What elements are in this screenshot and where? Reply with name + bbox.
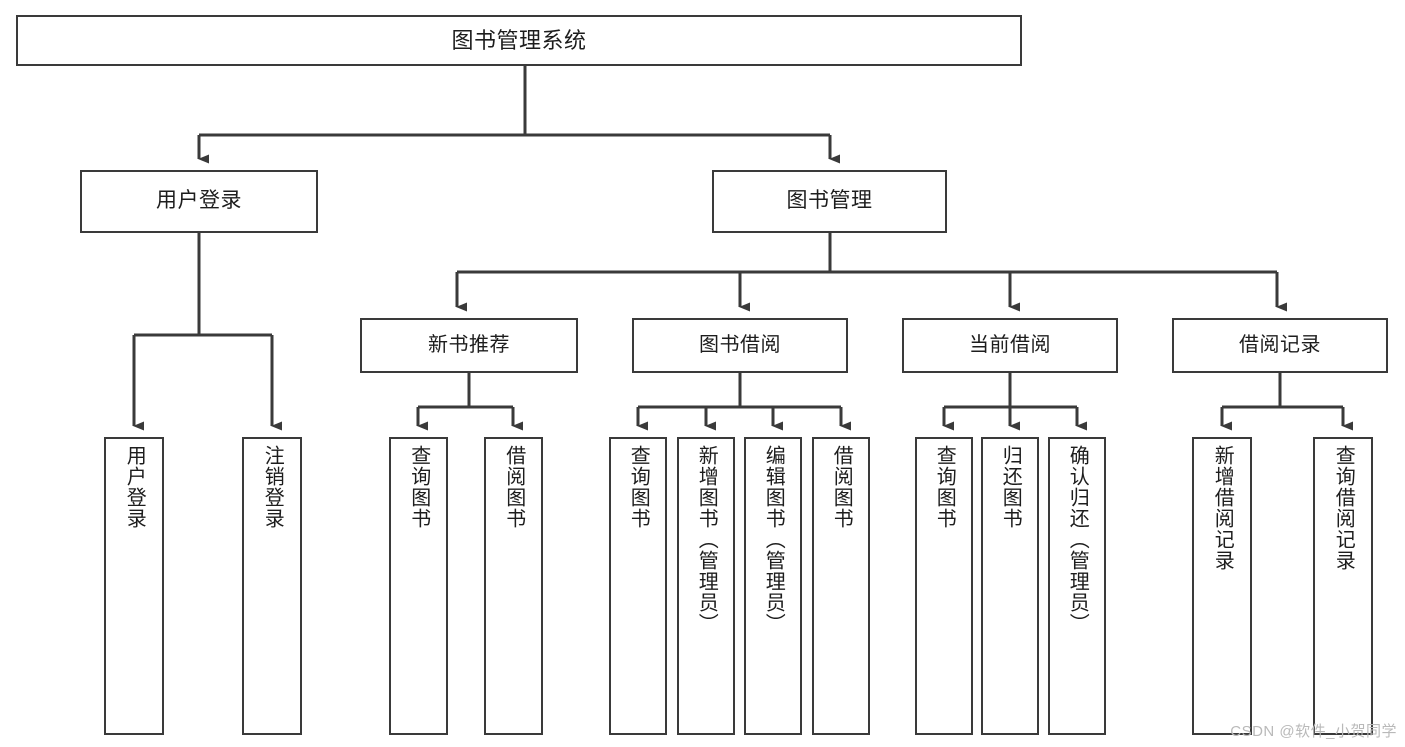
leaf-node-edit-book-admin[interactable]: 编辑图书（管理员） <box>744 437 802 735</box>
csdn-watermark: CSDN @软件_小贺同学 <box>1230 723 1397 740</box>
node-label: 查询图书 <box>933 445 956 529</box>
node-label: 图书管理系统 <box>451 27 587 53</box>
node-label: 查询借阅记录 <box>1332 445 1355 571</box>
leaf-node-borrow-book[interactable]: 借阅图书 <box>812 437 870 735</box>
leaf-node-user-logout[interactable]: 注销登录 <box>242 437 302 735</box>
node-label: 注销登录 <box>261 445 284 529</box>
node-label: 图书管理 <box>786 189 873 213</box>
node-root-system[interactable]: 图书管理系统 <box>16 15 1022 66</box>
leaf-node-return-book[interactable]: 归还图书 <box>981 437 1039 735</box>
node-user-login[interactable]: 用户登录 <box>80 170 318 233</box>
node-label: 新增图书（管理员） <box>695 445 718 634</box>
node-label: 借阅图书 <box>830 445 853 529</box>
leaf-node-user-login[interactable]: 用户登录 <box>104 437 164 735</box>
leaf-node-add-borrow-record[interactable]: 新增借阅记录 <box>1192 437 1252 735</box>
node-label: 确认归还（管理员） <box>1066 445 1089 634</box>
node-new-book-recommendation[interactable]: 新书推荐 <box>360 318 578 373</box>
node-label: 新书推荐 <box>428 334 510 356</box>
node-label: 用户登录 <box>123 445 146 529</box>
node-borrow-record[interactable]: 借阅记录 <box>1172 318 1388 373</box>
leaf-node-query-book-recommend[interactable]: 查询图书 <box>389 437 448 735</box>
node-label: 查询图书 <box>627 445 650 529</box>
node-label: 查询图书 <box>407 445 430 529</box>
node-label: 用户登录 <box>156 189 242 213</box>
leaf-node-add-book-admin[interactable]: 新增图书（管理员） <box>677 437 735 735</box>
node-label: 编辑图书（管理员） <box>762 445 785 634</box>
leaf-node-query-book-borrow[interactable]: 查询图书 <box>609 437 667 735</box>
node-label: 图书借阅 <box>699 334 781 356</box>
leaf-node-confirm-return-admin[interactable]: 确认归还（管理员） <box>1048 437 1106 735</box>
node-current-borrow[interactable]: 当前借阅 <box>902 318 1118 373</box>
node-label: 借阅图书 <box>502 445 525 529</box>
node-label: 新增借阅记录 <box>1211 445 1234 571</box>
node-book-manage[interactable]: 图书管理 <box>712 170 947 233</box>
node-book-borrow[interactable]: 图书借阅 <box>632 318 848 373</box>
node-label: 借阅记录 <box>1239 334 1321 356</box>
node-label: 当前借阅 <box>969 334 1051 356</box>
leaf-node-borrow-book-recommend[interactable]: 借阅图书 <box>484 437 543 735</box>
node-label: 归还图书 <box>999 445 1022 529</box>
leaf-node-query-borrow-record[interactable]: 查询借阅记录 <box>1313 437 1373 735</box>
leaf-node-query-book-current[interactable]: 查询图书 <box>915 437 973 735</box>
